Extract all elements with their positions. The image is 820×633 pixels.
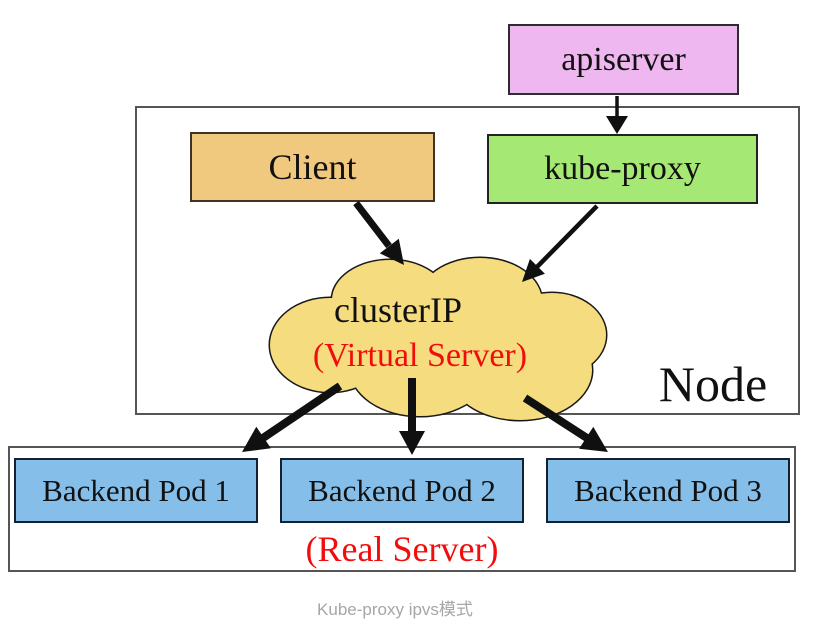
client-box: Client — [190, 132, 435, 202]
client-label: Client — [268, 147, 357, 187]
apiserver-box: apiserver — [508, 24, 739, 95]
real-server-label: (Real Server) — [305, 529, 499, 569]
backend-pod-3-label: Backend Pod 3 — [574, 472, 762, 508]
kube-proxy-box: kube-proxy — [487, 134, 758, 204]
kube-proxy-label: kube-proxy — [544, 150, 701, 187]
diagram-caption: Kube-proxy ipvs模式 — [317, 600, 473, 619]
backend-pod-1-box: Backend Pod 1 — [14, 458, 258, 523]
virtual-server-label: (Virtual Server) — [312, 337, 528, 374]
backend-pod-2-box: Backend Pod 2 — [280, 458, 524, 523]
backend-pod-3-box: Backend Pod 3 — [546, 458, 790, 523]
backend-pod-2-label: Backend Pod 2 — [308, 472, 496, 508]
apiserver-label: apiserver — [561, 40, 686, 78]
clusterip-label: clusterIP — [334, 290, 462, 330]
backend-pod-1-label: Backend Pod 1 — [42, 472, 230, 508]
node-label: Node — [658, 356, 768, 412]
